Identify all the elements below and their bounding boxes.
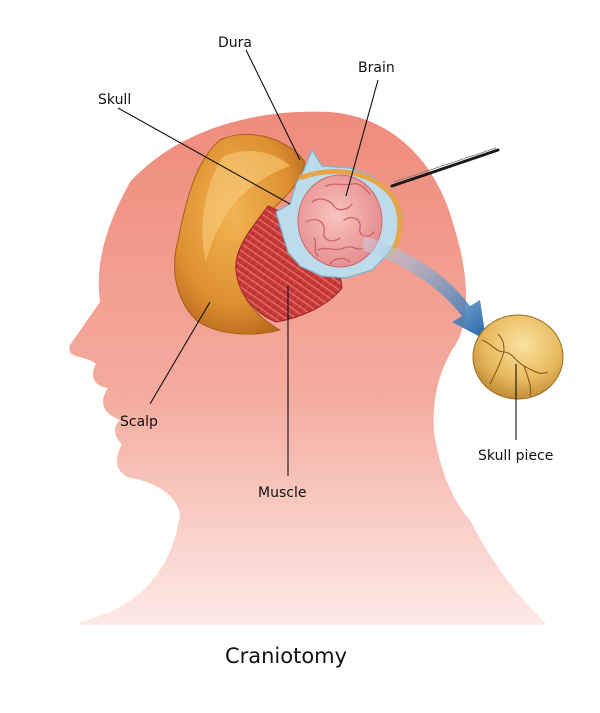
- skull-piece-cracks: [481, 333, 549, 397]
- diagram-title: Craniotomy: [225, 644, 347, 668]
- label-brain: Brain: [358, 60, 395, 76]
- surgical-instrument: [390, 148, 500, 188]
- leader-brain: [345, 79, 379, 197]
- skull-piece: [472, 314, 564, 400]
- label-muscle: Muscle: [258, 485, 306, 501]
- label-scalp: Scalp: [120, 414, 158, 430]
- skull-rim: [299, 169, 403, 260]
- scalp-highlight: [202, 151, 290, 262]
- leader-scalp: [149, 301, 211, 405]
- brain-tissue: [297, 174, 383, 268]
- leader-dura: [245, 49, 301, 161]
- label-dura: Dura: [218, 35, 252, 51]
- scalp-flap: [174, 133, 306, 335]
- leader-skull: [117, 107, 291, 205]
- label-skull-piece: Skull piece: [478, 448, 553, 464]
- label-skull: Skull: [98, 92, 131, 108]
- removal-arrow: [362, 236, 486, 340]
- brain-gyri: [305, 183, 375, 265]
